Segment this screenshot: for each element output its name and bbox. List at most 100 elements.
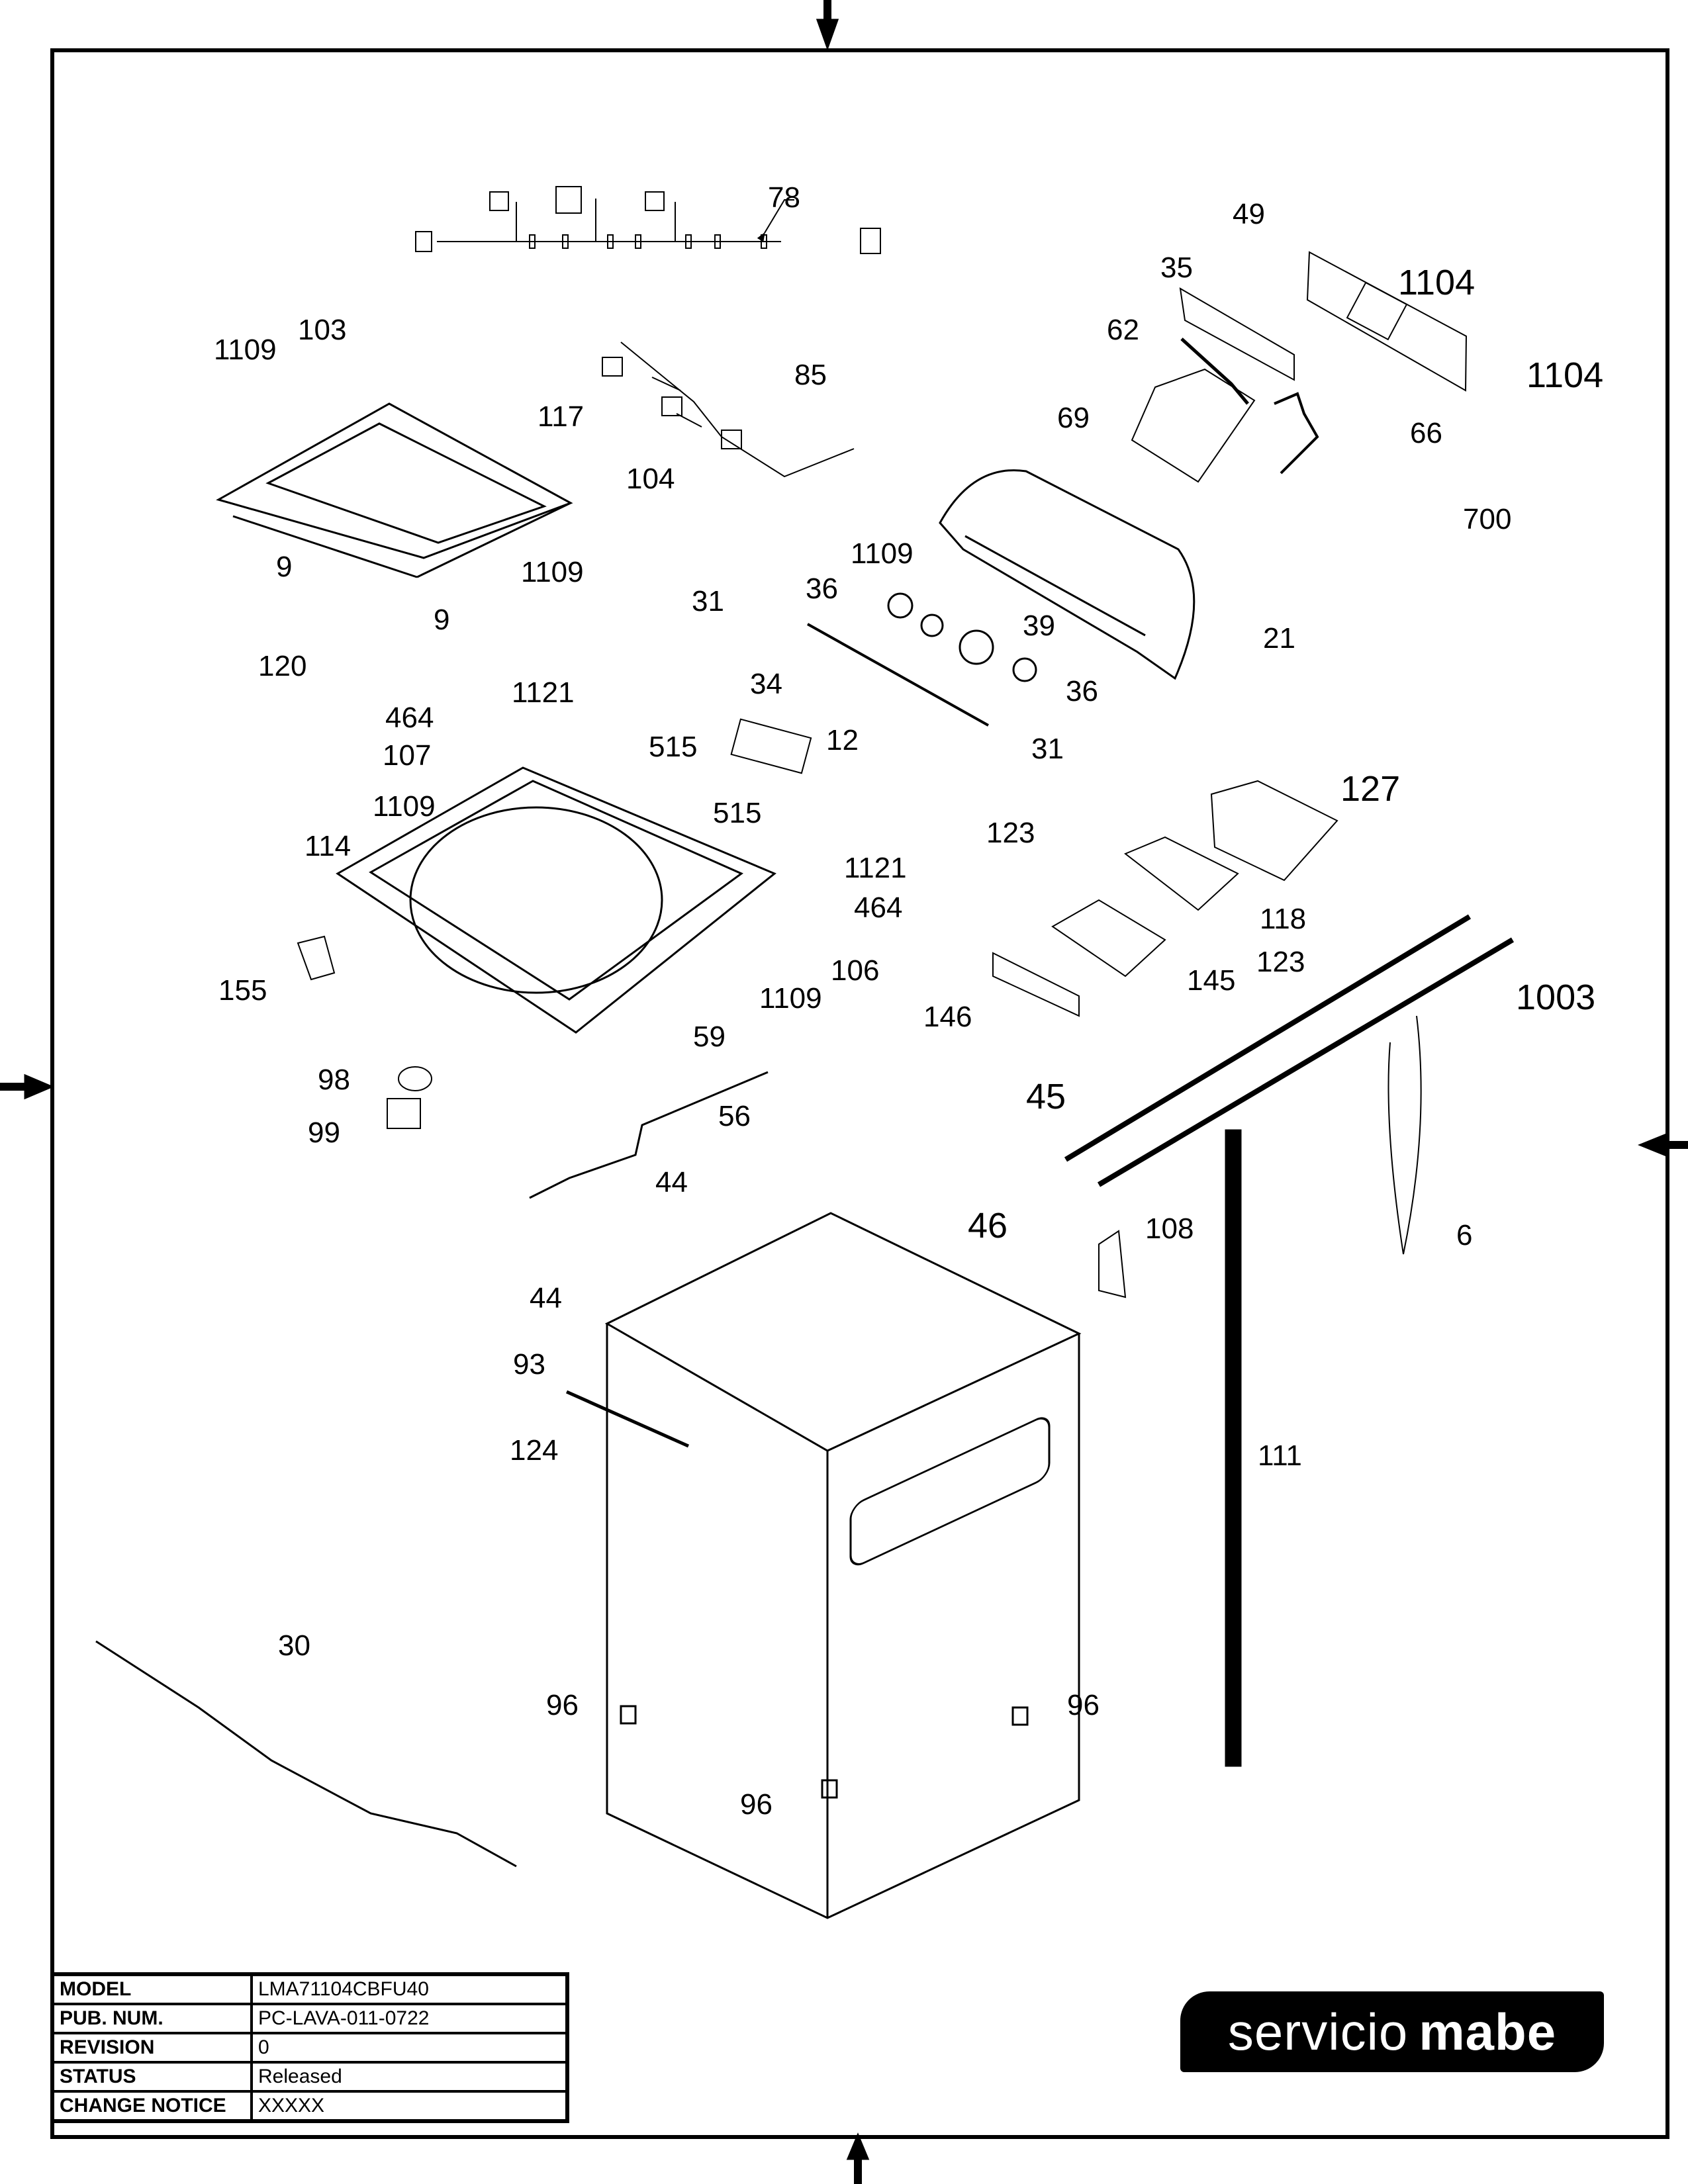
callout-114: 114 xyxy=(305,830,352,862)
part-35-label xyxy=(1179,287,1295,381)
callout-515: 515 xyxy=(649,731,698,763)
part-12-water-valve xyxy=(730,718,812,774)
callout-66: 66 xyxy=(1410,417,1442,449)
servicio-mabe-logo: servicio mabe xyxy=(1180,1991,1604,2072)
part-146-drawer-front xyxy=(992,952,1080,1017)
callout-1109-2: 1109 xyxy=(521,556,584,588)
callout-36: 36 xyxy=(806,572,838,605)
title-key-change-notice: CHANGE NOTICE xyxy=(51,2090,253,2122)
callout-98: 98 xyxy=(318,1064,350,1096)
callout-93: 93 xyxy=(513,1348,545,1381)
part-117-lid xyxy=(216,402,573,578)
part-69-control-board xyxy=(1131,368,1256,483)
callout-1104-2: 1104 xyxy=(1526,355,1604,395)
callout-31: 31 xyxy=(692,585,724,617)
callout-515-2: 515 xyxy=(713,797,762,829)
callout-44: 44 xyxy=(655,1166,688,1199)
callout-118: 118 xyxy=(1260,903,1307,935)
part-99-lid-switch xyxy=(387,1098,421,1129)
frame-arrow-right xyxy=(1638,1132,1688,1158)
callout-464-2: 464 xyxy=(854,891,903,924)
callout-36-2: 36 xyxy=(1066,675,1098,707)
callout-44-2: 44 xyxy=(530,1282,562,1314)
part-34-trim xyxy=(807,623,989,727)
frame-arrow-bottom xyxy=(846,2132,870,2184)
logo-text-mabe: mabe xyxy=(1419,2002,1557,2061)
callout-1109: 1109 xyxy=(214,334,277,366)
part-108-pump xyxy=(1098,1230,1127,1298)
callout-1109-5: 1109 xyxy=(759,982,822,1015)
callout-117: 117 xyxy=(538,400,585,433)
logo-text-servicio: servicio xyxy=(1227,2002,1409,2061)
part-118-dispenser-drawer xyxy=(1124,836,1239,911)
part-62-switch xyxy=(1180,338,1249,405)
part-45-inlet-hose xyxy=(1064,914,1472,1162)
part-30-main-harness xyxy=(95,1640,517,1868)
part-98-switch-cover xyxy=(398,1066,432,1091)
callout-124: 124 xyxy=(510,1434,559,1467)
callout-700: 700 xyxy=(1463,503,1512,535)
callout-464: 464 xyxy=(385,702,434,734)
part-93-cabinet xyxy=(604,1212,1082,1919)
part-66-hose xyxy=(1274,392,1319,475)
callout-155: 155 xyxy=(218,974,267,1007)
callout-34: 34 xyxy=(750,668,782,700)
part-56-harness xyxy=(529,1071,769,1199)
callout-96: 96 xyxy=(546,1689,579,1721)
callout-96-2: 96 xyxy=(1067,1689,1100,1721)
callout-1003: 1003 xyxy=(1516,978,1596,1017)
callout-106: 106 xyxy=(831,954,880,987)
frame-arrow-top xyxy=(816,0,839,51)
drawing-frame xyxy=(50,48,1669,2139)
callout-31-2: 31 xyxy=(1031,733,1064,765)
callout-99: 99 xyxy=(308,1116,340,1149)
callout-6: 6 xyxy=(1456,1219,1473,1251)
part-114-top-cover xyxy=(336,766,776,1034)
callout-1109-3: 1109 xyxy=(851,537,914,570)
callout-123-2: 123 xyxy=(1256,946,1305,978)
callout-96-3: 96 xyxy=(740,1788,773,1821)
revision-value: 0 xyxy=(250,2032,569,2064)
callout-123: 123 xyxy=(986,817,1035,849)
callout-78: 78 xyxy=(768,181,800,214)
callout-35: 35 xyxy=(1160,251,1193,284)
callout-127: 127 xyxy=(1340,769,1401,809)
callout-69: 69 xyxy=(1057,402,1090,434)
part-49-back-panel xyxy=(1306,251,1468,392)
frame-arrow-left xyxy=(0,1073,54,1100)
callout-1104: 1104 xyxy=(1398,263,1476,302)
callout-56: 56 xyxy=(718,1100,751,1132)
part-6-cord xyxy=(1387,1015,1422,1255)
callout-108: 108 xyxy=(1145,1212,1194,1245)
callout-39: 39 xyxy=(1023,610,1055,642)
callout-21: 21 xyxy=(1263,622,1295,655)
status-value: Released xyxy=(250,2061,569,2093)
title-key-model: MODEL xyxy=(51,1973,253,2005)
title-block-row: PUB. NUM.PC-LAVA-011-0722 xyxy=(51,2003,569,2034)
part-155-dispenser-cup xyxy=(297,935,336,981)
callout-1109-4: 1109 xyxy=(373,790,436,823)
part-111-drain-hose xyxy=(1225,1129,1242,1767)
callout-62: 62 xyxy=(1107,314,1139,346)
part-85-switch-harness xyxy=(602,341,855,478)
callout-9-2: 9 xyxy=(434,604,450,636)
part-127-dispenser-housing xyxy=(1210,780,1338,882)
part-78-harness xyxy=(415,186,881,254)
title-key-pub-num: PUB. NUM. xyxy=(51,2003,253,2034)
change-notice-value: XXXXX xyxy=(250,2090,569,2122)
callout-1121: 1121 xyxy=(512,676,575,709)
callout-9: 9 xyxy=(276,551,293,583)
part-39-knob xyxy=(959,629,994,665)
title-key-revision: REVISION xyxy=(51,2032,253,2064)
callout-107: 107 xyxy=(383,739,432,772)
part-36-knob-2 xyxy=(1012,657,1037,682)
callout-12: 12 xyxy=(826,724,859,756)
part-96-leveling-foot xyxy=(620,1705,1029,1799)
callout-49: 49 xyxy=(1233,198,1265,230)
callout-1121-2: 1121 xyxy=(844,852,907,884)
